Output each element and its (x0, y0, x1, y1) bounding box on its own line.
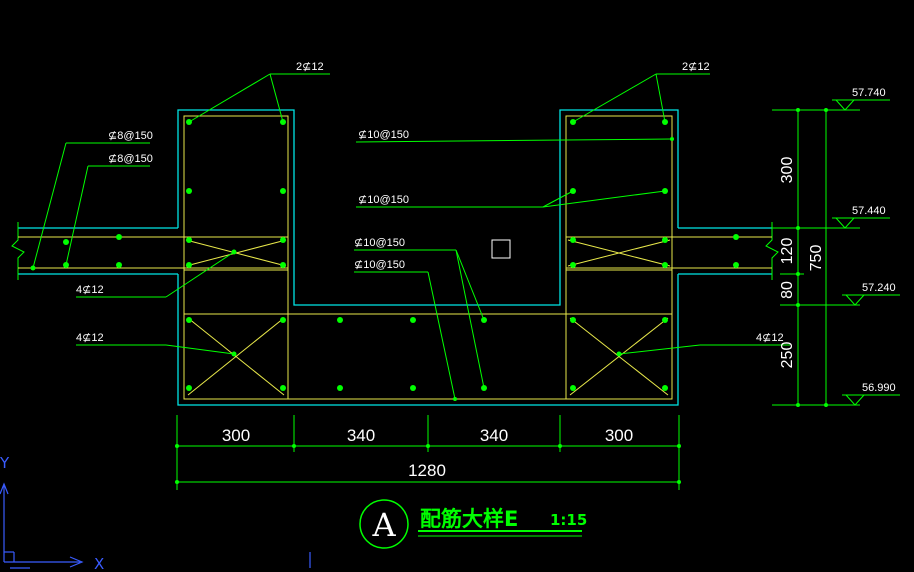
dim-v-total: 750 (808, 245, 825, 272)
elevation-3: 57.240 (862, 282, 896, 294)
dim-h-3: 340 (480, 426, 508, 445)
label-top-bar-left: 2⊈12 (296, 61, 324, 73)
break-marks (11, 222, 779, 280)
dim-h-2: 340 (347, 426, 375, 445)
title-text: 配筋大样E (420, 507, 518, 531)
dim-v-4: 250 (779, 342, 796, 369)
elevation-2: 57.440 (852, 205, 886, 217)
title-block: A 配筋大样E 1:15 (359, 499, 587, 549)
leader-lines (32, 73, 790, 400)
dim-h-total: 1280 (408, 461, 446, 480)
label-bottom-bar-left: 4⊈12 (76, 332, 104, 344)
elevation-markers (832, 99, 900, 406)
elevation-4: 56.990 (862, 382, 896, 394)
label-mid-bar-left: 4⊈12 (76, 284, 104, 296)
label-bottom-bar-right: 4⊈12 (756, 332, 784, 344)
label-slab-bar-b: ⊈8@150 (108, 153, 153, 165)
rebar-lines (18, 115, 772, 400)
title-scale: 1:15 (550, 511, 587, 529)
vertical-dimension-ticks (796, 108, 828, 407)
label-stirrup-2: ⊈10@150 (358, 194, 409, 206)
horizontal-dimension-ticks (175, 444, 681, 484)
elevation-text: 57.740 57.440 57.240 56.990 (852, 87, 896, 394)
vertical-dimension-text: 300 120 80 250 750 (779, 157, 825, 369)
label-slab-bar-a: ⊈8@150 (108, 130, 153, 142)
label-stirrup-1: ⊈10@150 (358, 129, 409, 141)
ucs-y-label: Y (0, 454, 10, 472)
dim-h-4: 300 (605, 426, 633, 445)
center-marker (491, 239, 511, 259)
label-top-bar-right: 2⊈12 (682, 61, 710, 73)
dim-v-2: 120 (779, 238, 796, 265)
dim-v-1: 300 (779, 157, 796, 184)
elevation-1: 57.740 (852, 87, 886, 99)
label-stirrup-3: ⊈10@150 (354, 237, 405, 249)
title-circle (359, 499, 409, 549)
ucs-labels: Y X (0, 454, 104, 572)
ucs-icon (0, 482, 311, 569)
concrete-outline (18, 109, 772, 406)
label-stirrup-4: ⊈10@150 (354, 259, 405, 271)
title-circle-letter: A (371, 506, 396, 544)
rebar-dots (30, 119, 739, 401)
dim-v-3: 80 (779, 281, 796, 299)
rebar-labels: 2⊈12 2⊈12 ⊈10@150 ⊈10@150 ⊈8@150 ⊈8@150 … (76, 61, 784, 344)
horizontal-dimension-text: 300 340 340 300 1280 (222, 426, 633, 480)
dim-h-1: 300 (222, 426, 250, 445)
ucs-x-label: X (94, 555, 104, 572)
